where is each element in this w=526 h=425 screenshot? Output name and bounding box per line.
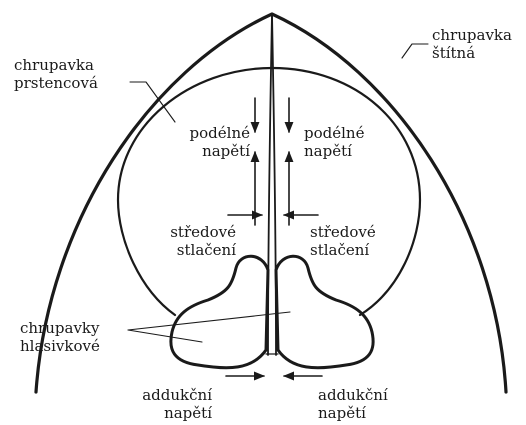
svg-text:chrupavka: chrupavka [14,56,94,74]
label-medial-right: středové stlačení [310,223,376,259]
svg-text:středové: středové [170,223,236,241]
svg-text:napětí: napětí [202,142,250,160]
label-adductive-right: addukční napětí [318,386,388,422]
label-arytenoid: chrupavky hlasivkové [20,319,100,355]
svg-text:prstencová: prstencová [14,74,98,92]
svg-text:stlačení: stlačení [177,241,236,259]
arytenoid-left [171,256,268,368]
svg-text:stlačení: stlačení [310,241,369,259]
svg-text:středové: středové [310,223,376,241]
svg-text:napětí: napětí [304,142,352,160]
svg-text:napětí: napětí [318,404,366,422]
label-thyroid: chrupavka štítná [432,26,512,62]
svg-text:napětí: napětí [164,404,212,422]
svg-text:chrupavka: chrupavka [432,26,512,44]
svg-text:podélné: podélné [190,124,251,142]
label-longitudinal-right: podélné napětí [304,124,365,160]
arytenoid-right [276,256,373,368]
svg-text:addukční: addukční [318,386,388,404]
svg-text:hlasivkové: hlasivkové [20,337,100,355]
label-adductive-left: addukční napětí [142,386,212,422]
label-longitudinal-left: podélné napětí [190,124,251,160]
leader-thyroid [402,44,428,58]
label-medial-left: středové stlačení [170,223,236,259]
svg-text:chrupavky: chrupavky [20,319,100,337]
leader-arytenoid-left [128,330,202,342]
svg-text:podélné: podélné [304,124,365,142]
label-cricoid: chrupavka prstencová [14,56,98,92]
svg-text:addukční: addukční [142,386,212,404]
svg-text:štítná: štítná [432,44,475,62]
